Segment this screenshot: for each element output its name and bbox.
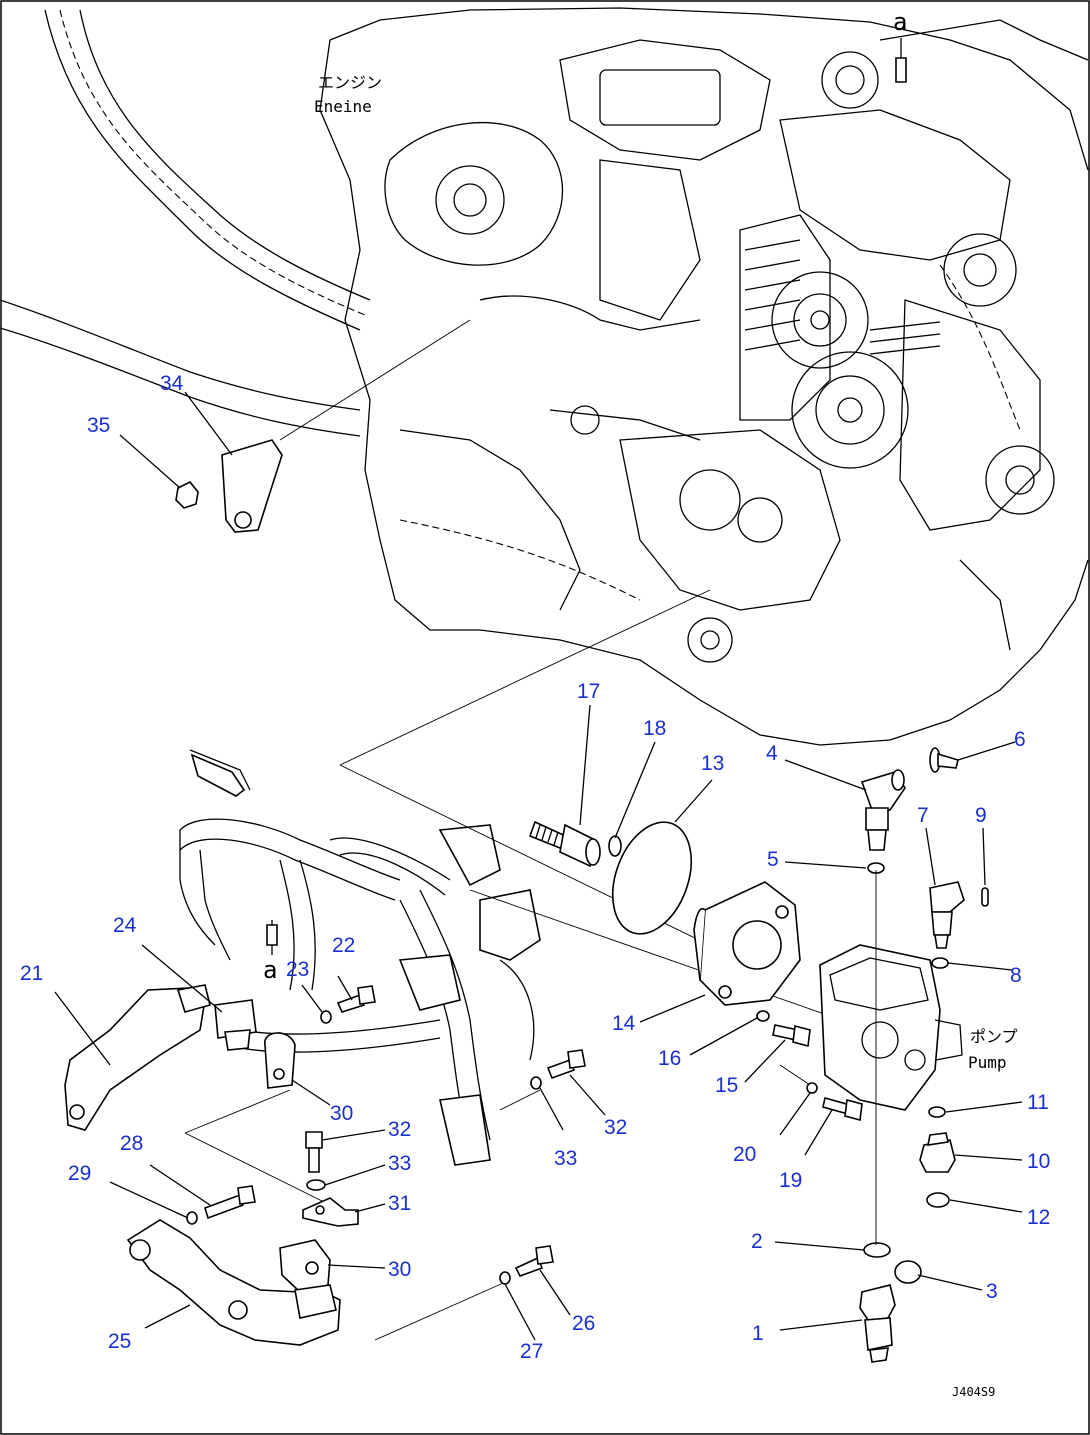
- bolt-part-19: [822, 1097, 863, 1122]
- wiring-harness: [179, 749, 541, 1166]
- plug-part-6: [929, 747, 959, 773]
- pin-part-9: [981, 887, 989, 907]
- drawing-code: J404S9: [952, 1385, 995, 1399]
- callout-numbers: 34 35 17 18 13 4 6 5 7 9 8 14 16 15 20 1…: [20, 372, 1050, 1363]
- bracket-part-25: [126, 1219, 341, 1346]
- clamp-part-31: [302, 1197, 359, 1227]
- callout-17: 17: [577, 680, 600, 703]
- nut-part-35: [175, 480, 199, 509]
- callout-33-left: 33: [388, 1152, 411, 1175]
- engine-label-en: Eneine: [314, 97, 372, 116]
- callout-25: 25: [108, 1330, 131, 1353]
- bolt-part-32-left: [305, 1131, 323, 1173]
- engine-label-jp: エンジン: [318, 73, 382, 92]
- bracket-part-21: [64, 984, 211, 1131]
- callout-28: 28: [120, 1132, 143, 1155]
- o-ring-part-11: [928, 1106, 946, 1118]
- o-ring-part-3: [894, 1260, 922, 1284]
- pump: [819, 944, 963, 1111]
- o-ring-part-8: [931, 957, 949, 969]
- clamp-part-30-lower: [279, 1239, 331, 1293]
- fitting-part-10: [919, 1132, 956, 1173]
- callout-30-lower: 30: [388, 1258, 411, 1281]
- bolt-part-26: [514, 1245, 554, 1277]
- callout-21: 21: [20, 962, 43, 985]
- pump-label-jp: ポンプ: [970, 1027, 1018, 1046]
- callout-35: 35: [87, 414, 110, 437]
- callout-9: 9: [975, 804, 987, 827]
- callout-8: 8: [1010, 964, 1022, 987]
- callout-30-upper: 30: [330, 1102, 353, 1125]
- adapter-part-14: [693, 881, 801, 1006]
- pump-label-en: Pump: [968, 1053, 1007, 1072]
- o-ring-part-13: [611, 821, 693, 935]
- o-ring-part-2: [863, 1242, 891, 1258]
- washer-part-23: [320, 1010, 332, 1024]
- callout-22: 22: [332, 934, 355, 957]
- callout-23: 23: [286, 958, 309, 981]
- callout-14: 14: [612, 1012, 636, 1035]
- reference-lines: [184, 319, 871, 1341]
- engine-illustration: [0, 7, 1089, 746]
- callout-31: 31: [388, 1192, 411, 1215]
- sensor-part-7: [929, 881, 965, 949]
- clip-part-24: [214, 999, 257, 1051]
- callout-29: 29: [68, 1162, 91, 1185]
- callout-7: 7: [917, 804, 929, 827]
- bolt-part-28: [204, 1185, 256, 1220]
- washer-part-16: [756, 1010, 770, 1022]
- bracket-part-34: [221, 439, 283, 533]
- leader-lines: [54, 391, 1023, 1341]
- callout-27: 27: [520, 1340, 543, 1363]
- callout-20: 20: [733, 1143, 756, 1166]
- o-ring-part-18: [608, 835, 622, 857]
- callout-10: 10: [1027, 1150, 1050, 1173]
- callout-3: 3: [986, 1280, 998, 1303]
- washer-part-33-left: [306, 1179, 326, 1191]
- reference-a-harness: a: [263, 956, 277, 984]
- callout-24: 24: [113, 914, 137, 937]
- callout-34: 34: [160, 372, 184, 395]
- bolt-part-32-right: [546, 1049, 586, 1080]
- callout-4: 4: [766, 742, 778, 765]
- bolt-part-22: [336, 985, 376, 1013]
- fitting-part-1: [859, 1284, 896, 1363]
- callout-2: 2: [751, 1230, 763, 1253]
- callout-26: 26: [572, 1312, 595, 1335]
- callout-19: 19: [779, 1169, 802, 1192]
- bolt-part-15: [772, 1024, 811, 1048]
- callout-32-right: 32: [604, 1116, 627, 1139]
- washer-part-29: [186, 1211, 198, 1225]
- callout-33-right: 33: [554, 1147, 577, 1170]
- callout-15: 15: [715, 1074, 738, 1097]
- callout-6: 6: [1014, 728, 1026, 751]
- callout-18: 18: [643, 717, 666, 740]
- callout-5: 5: [767, 848, 779, 871]
- bolt-part-17: [528, 820, 601, 868]
- callout-32-left: 32: [388, 1118, 411, 1141]
- washer-part-33-right: [530, 1076, 542, 1090]
- callout-12: 12: [1027, 1206, 1050, 1229]
- callout-13: 13: [701, 752, 724, 775]
- washer-part-20: [806, 1082, 818, 1094]
- o-ring-part-12: [926, 1192, 950, 1208]
- clamp-part-30-upper: [264, 1032, 296, 1089]
- elbow-part-4: [860, 769, 906, 851]
- callout-16: 16: [658, 1047, 681, 1070]
- reference-a-top: a: [893, 8, 907, 36]
- callout-1: 1: [752, 1322, 764, 1345]
- callout-11: 11: [1027, 1091, 1049, 1114]
- washer-part-27: [499, 1271, 511, 1285]
